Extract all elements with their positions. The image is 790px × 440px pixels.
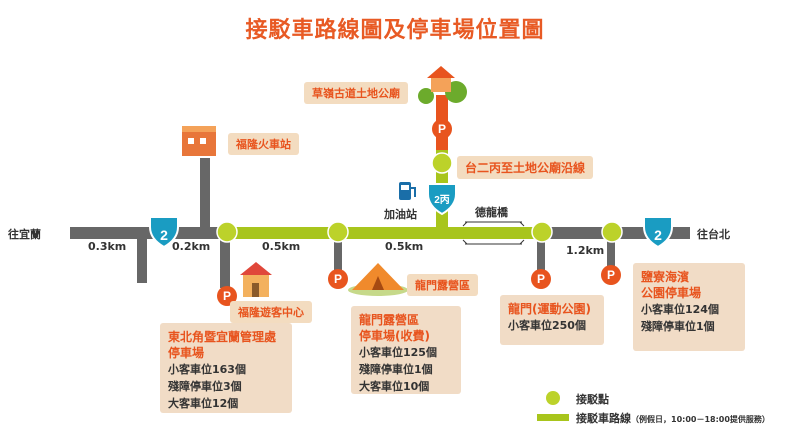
train-station-icon: [182, 126, 216, 156]
label-to-yilan: 往宜蘭: [8, 228, 41, 241]
legend-route-note: （例假日，10:00－18:00提供服務）: [631, 415, 770, 424]
parking-box-detail: 殘障停車位1個: [359, 363, 433, 376]
stop-marker: [531, 221, 553, 243]
label-temple: 草嶺古道土地公廟: [304, 82, 408, 104]
distance-label: 0.2km: [172, 240, 211, 253]
page-title: 接駁車路線圖及停車場位置圖: [245, 18, 545, 43]
parking-box-detail: 殘障停車位3個: [168, 380, 242, 393]
legend-marks: [537, 391, 569, 421]
parking-markers: P P P P P: [217, 119, 621, 306]
parking-box-title: 龍門露營區 停車場(收費): [359, 313, 430, 343]
svg-text:P: P: [537, 272, 545, 286]
label-camp: 龍門露營區: [407, 274, 478, 296]
parking-box-detail: 小客車位163個: [168, 363, 246, 376]
parking-box-detail: 殘障停車位1個: [641, 320, 715, 333]
label-to-taipei: 往台北: [697, 228, 730, 241]
parking-box-detail: 小客車位125個: [359, 346, 437, 359]
distance-label: 0.5km: [385, 240, 424, 253]
parking-box-title: 龍門(運動公園): [508, 302, 591, 316]
parking-box-detail: 大客車位10個: [359, 380, 430, 393]
svg-text:P: P: [223, 289, 231, 303]
svg-text:P: P: [334, 272, 342, 286]
parking-box-title: 東北角暨宜蘭管理處 停車場: [168, 330, 277, 360]
shield-center-icon: 2丙: [427, 183, 457, 216]
svg-text:2丙: 2丙: [434, 194, 450, 206]
legend-stop-label: 接駁點: [576, 393, 609, 406]
label-route-2c: 台二丙至土地公廟沿線: [457, 156, 594, 179]
bridge-marks: [462, 221, 525, 245]
distance-label: 1.2km: [566, 244, 605, 257]
parking-box-northeast: 東北角暨宜蘭管理處 停車場 小客車位163個 殘障停車位3個 大客車位12個: [160, 323, 292, 413]
svg-text:P: P: [607, 268, 615, 282]
svg-text:2: 2: [160, 227, 168, 243]
visitor-center-icon: [240, 262, 272, 297]
distance-label: 0.3km: [88, 240, 127, 253]
parking-box-yanliao: 鹽寮海濱 公園停車場 小客車位124個 殘障停車位1個: [633, 263, 745, 351]
parking-box-longmen: 龍門(運動公園) 小客車位250個: [500, 295, 604, 345]
legend-route-label: 接駁車路線（例假日，10:00－18:00提供服務）: [576, 410, 770, 426]
camp-tent-icon: [348, 263, 408, 296]
label-gas-station: 加油站: [384, 208, 417, 221]
shuttle-stops: [216, 152, 623, 243]
parking-box-detail: 大客車位12個: [168, 397, 239, 410]
shield-east-icon: 2: [643, 216, 673, 249]
label-bridge: 德龍橋: [475, 206, 508, 219]
svg-text:2: 2: [654, 227, 662, 243]
stop-marker: [216, 221, 238, 243]
parking-box-title: 鹽寮海濱 公園停車場: [641, 270, 702, 300]
route-shields: 2 2丙 2: [149, 183, 673, 249]
parking-box-detail: 小客車位124個: [641, 303, 719, 316]
stop-marker: [327, 221, 349, 243]
parking-box-camp: 龍門露營區 停車場(收費) 小客車位125個 殘障停車位1個 大客車位10個: [351, 306, 461, 394]
gas-station-icon: [399, 182, 416, 200]
stop-marker: [601, 221, 623, 243]
temple-icon: [418, 66, 467, 104]
legend-route-text: 接駁車路線: [576, 412, 631, 425]
parking-box-detail: 小客車位250個: [508, 319, 586, 332]
label-train-station: 福隆火車站: [228, 133, 299, 155]
svg-text:P: P: [438, 122, 446, 136]
label-visitor-center: 福隆遊客中心: [230, 301, 312, 323]
shield-west-icon: 2: [149, 216, 179, 249]
stop-marker: [431, 152, 453, 174]
distance-label: 0.5km: [262, 240, 301, 253]
